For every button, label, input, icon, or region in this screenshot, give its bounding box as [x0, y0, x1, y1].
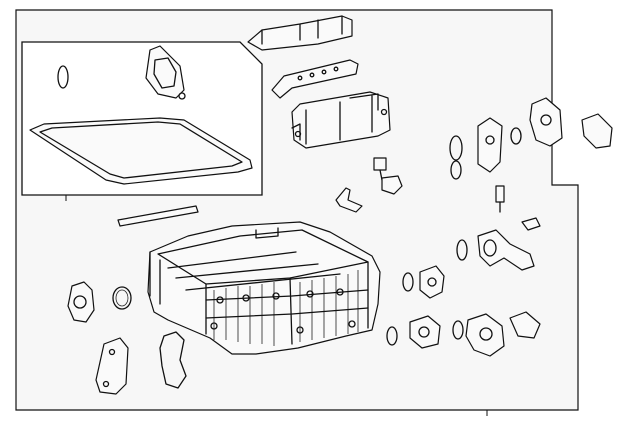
bracket-l — [335, 187, 363, 213]
top-bracket-rail — [271, 59, 359, 99]
inset-cover-panel — [29, 117, 253, 185]
connector-plug — [381, 175, 403, 195]
battery-stack-assembly — [147, 221, 381, 355]
valve-mid — [419, 265, 445, 299]
connector-small — [373, 157, 387, 181]
inset-box — [21, 41, 263, 201]
pump-lower-right — [465, 311, 541, 357]
o-rings — [386, 127, 522, 346]
o-ring-left — [112, 286, 132, 310]
pipe-fitting-right — [477, 229, 535, 271]
pump-housing-left — [67, 281, 95, 323]
gasket-strip — [117, 205, 199, 227]
coolant-fitting-upper — [477, 117, 503, 173]
valve-lower — [409, 315, 441, 349]
ecu-bracket — [291, 91, 391, 149]
sensor-small — [495, 185, 541, 231]
top-bracket-upper — [247, 15, 353, 51]
elbow-fitting-upper — [529, 97, 613, 149]
inset-seal-ring — [57, 65, 69, 89]
gasket-loop — [159, 331, 187, 389]
plate-left — [95, 337, 129, 395]
inset-bracket — [145, 45, 186, 100]
